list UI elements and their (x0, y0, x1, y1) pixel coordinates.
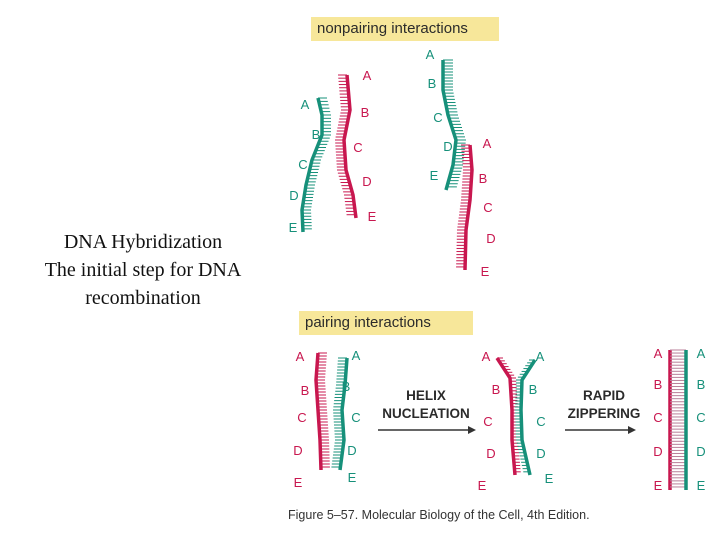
nonpair-left-pink-letter-d: D (362, 174, 371, 189)
slide-subtitle-line1: The initial step for DNA (44, 259, 242, 281)
zippering-label: ZIPPERING (568, 406, 641, 421)
pair1-green-letter-c: C (351, 410, 360, 425)
pair3-green-letter-b: B (697, 377, 706, 392)
pair2-green-letter-a: A (536, 349, 545, 364)
nucleation-label: NUCLEATION (382, 406, 470, 421)
pair3-pink-letter-d: D (653, 444, 662, 459)
pair3-green-letter-c: C (696, 410, 705, 425)
pair2-pink-letter-d: D (486, 446, 495, 461)
pair3-pink-letter-a: A (654, 346, 663, 361)
pair2-green-letter-b: B (529, 382, 538, 397)
pair2-pink-letter-e: E (478, 478, 487, 493)
pair1-green (331, 357, 349, 471)
nonpair-left-pink-letter-b: B (361, 105, 370, 120)
pair2-pink-letter-a: A (482, 349, 491, 364)
segment-letters: ABCDEABCDEABCDEABCDEABCDEABCDEABCDEABCDE… (289, 47, 706, 493)
nonpair-left-green-letter-d: D (289, 188, 298, 203)
nonpair-right-pink-letter-e: E (481, 264, 490, 279)
pair3-green-letter-d: D (696, 444, 705, 459)
pair2-green-letter-e: E (545, 471, 554, 486)
pair1-pink-letter-c: C (297, 410, 306, 425)
nonpair-left-pink-letter-e: E (368, 209, 377, 224)
helix-label: HELIX (406, 388, 446, 403)
pair3-pink (668, 349, 686, 490)
slide-description: DNA Hybridization The initial step for D… (14, 228, 272, 312)
helix-nucleation-arrow (378, 426, 476, 434)
rapid-label: RAPID (583, 388, 625, 403)
pair1-green-letter-b: B (342, 379, 351, 394)
nonpair-right-green (441, 59, 466, 191)
rapid-zippering-arrow (565, 426, 636, 434)
slide-title: DNA Hybridization (63, 231, 223, 253)
pair2-pink-letter-b: B (492, 382, 501, 397)
nonpair-left-pink (335, 74, 358, 219)
pair3-pink-letter-c: C (653, 410, 662, 425)
pair2-green-letter-d: D (536, 446, 545, 461)
pair3-green-letter-a: A (697, 346, 706, 361)
nonpair-left-green-letter-a: A (301, 97, 310, 112)
slide-subtitle-line2: recombination (85, 287, 201, 309)
nonpair-left-pink-letter-c: C (353, 140, 362, 155)
pair2-green (515, 359, 537, 476)
nonpair-right-pink (456, 144, 474, 271)
pair2-pink-letter-c: C (483, 414, 492, 429)
nonpair-left-pink-letter-a: A (363, 68, 372, 83)
nonpair-right-green-letter-e: E (430, 168, 439, 183)
nonpair-right-pink-letter-a: A (483, 136, 492, 151)
pair2-pink (495, 357, 521, 476)
nonpair-right-pink-letter-c: C (483, 200, 492, 215)
pair1-pink-letter-d: D (293, 443, 302, 458)
pair1-green-letter-a: A (352, 348, 361, 363)
nonpair-right-green-letter-a: A (426, 47, 435, 62)
pair1-pink-letter-b: B (301, 383, 310, 398)
pair2-green-letter-c: C (536, 414, 545, 429)
nonpair-left-green-letter-e: E (289, 220, 298, 235)
nonpair-left-green-letter-b: B (312, 127, 321, 142)
nonpair-right-pink-letter-d: D (486, 231, 495, 246)
pair1-pink-letter-e: E (294, 475, 303, 490)
pair1-pink (314, 352, 330, 471)
nonpair-right-green-letter-b: B (428, 76, 437, 91)
pairing-label: pairing interactions (299, 311, 473, 335)
pair3-green-letter-e: E (697, 478, 706, 493)
nonpair-left-green-letter-c: C (298, 157, 307, 172)
pair1-pink-letter-a: A (296, 349, 305, 364)
nonpair-right-green-letter-c: C (433, 110, 442, 125)
pair3-pink-letter-e: E (654, 478, 663, 493)
nonpairing-label: nonpairing interactions (311, 17, 499, 41)
pair1-green-letter-d: D (347, 443, 356, 458)
pair3-pink-letter-b: B (654, 377, 663, 392)
figure-caption: Figure 5–57. Molecular Biology of the Ce… (288, 508, 590, 522)
nonpair-right-green-letter-d: D (443, 139, 452, 154)
nonpair-right-pink-letter-b: B (479, 171, 488, 186)
pair1-green-letter-e: E (348, 470, 357, 485)
dna-strands (300, 59, 688, 490)
nonpair-left-green (300, 97, 331, 233)
